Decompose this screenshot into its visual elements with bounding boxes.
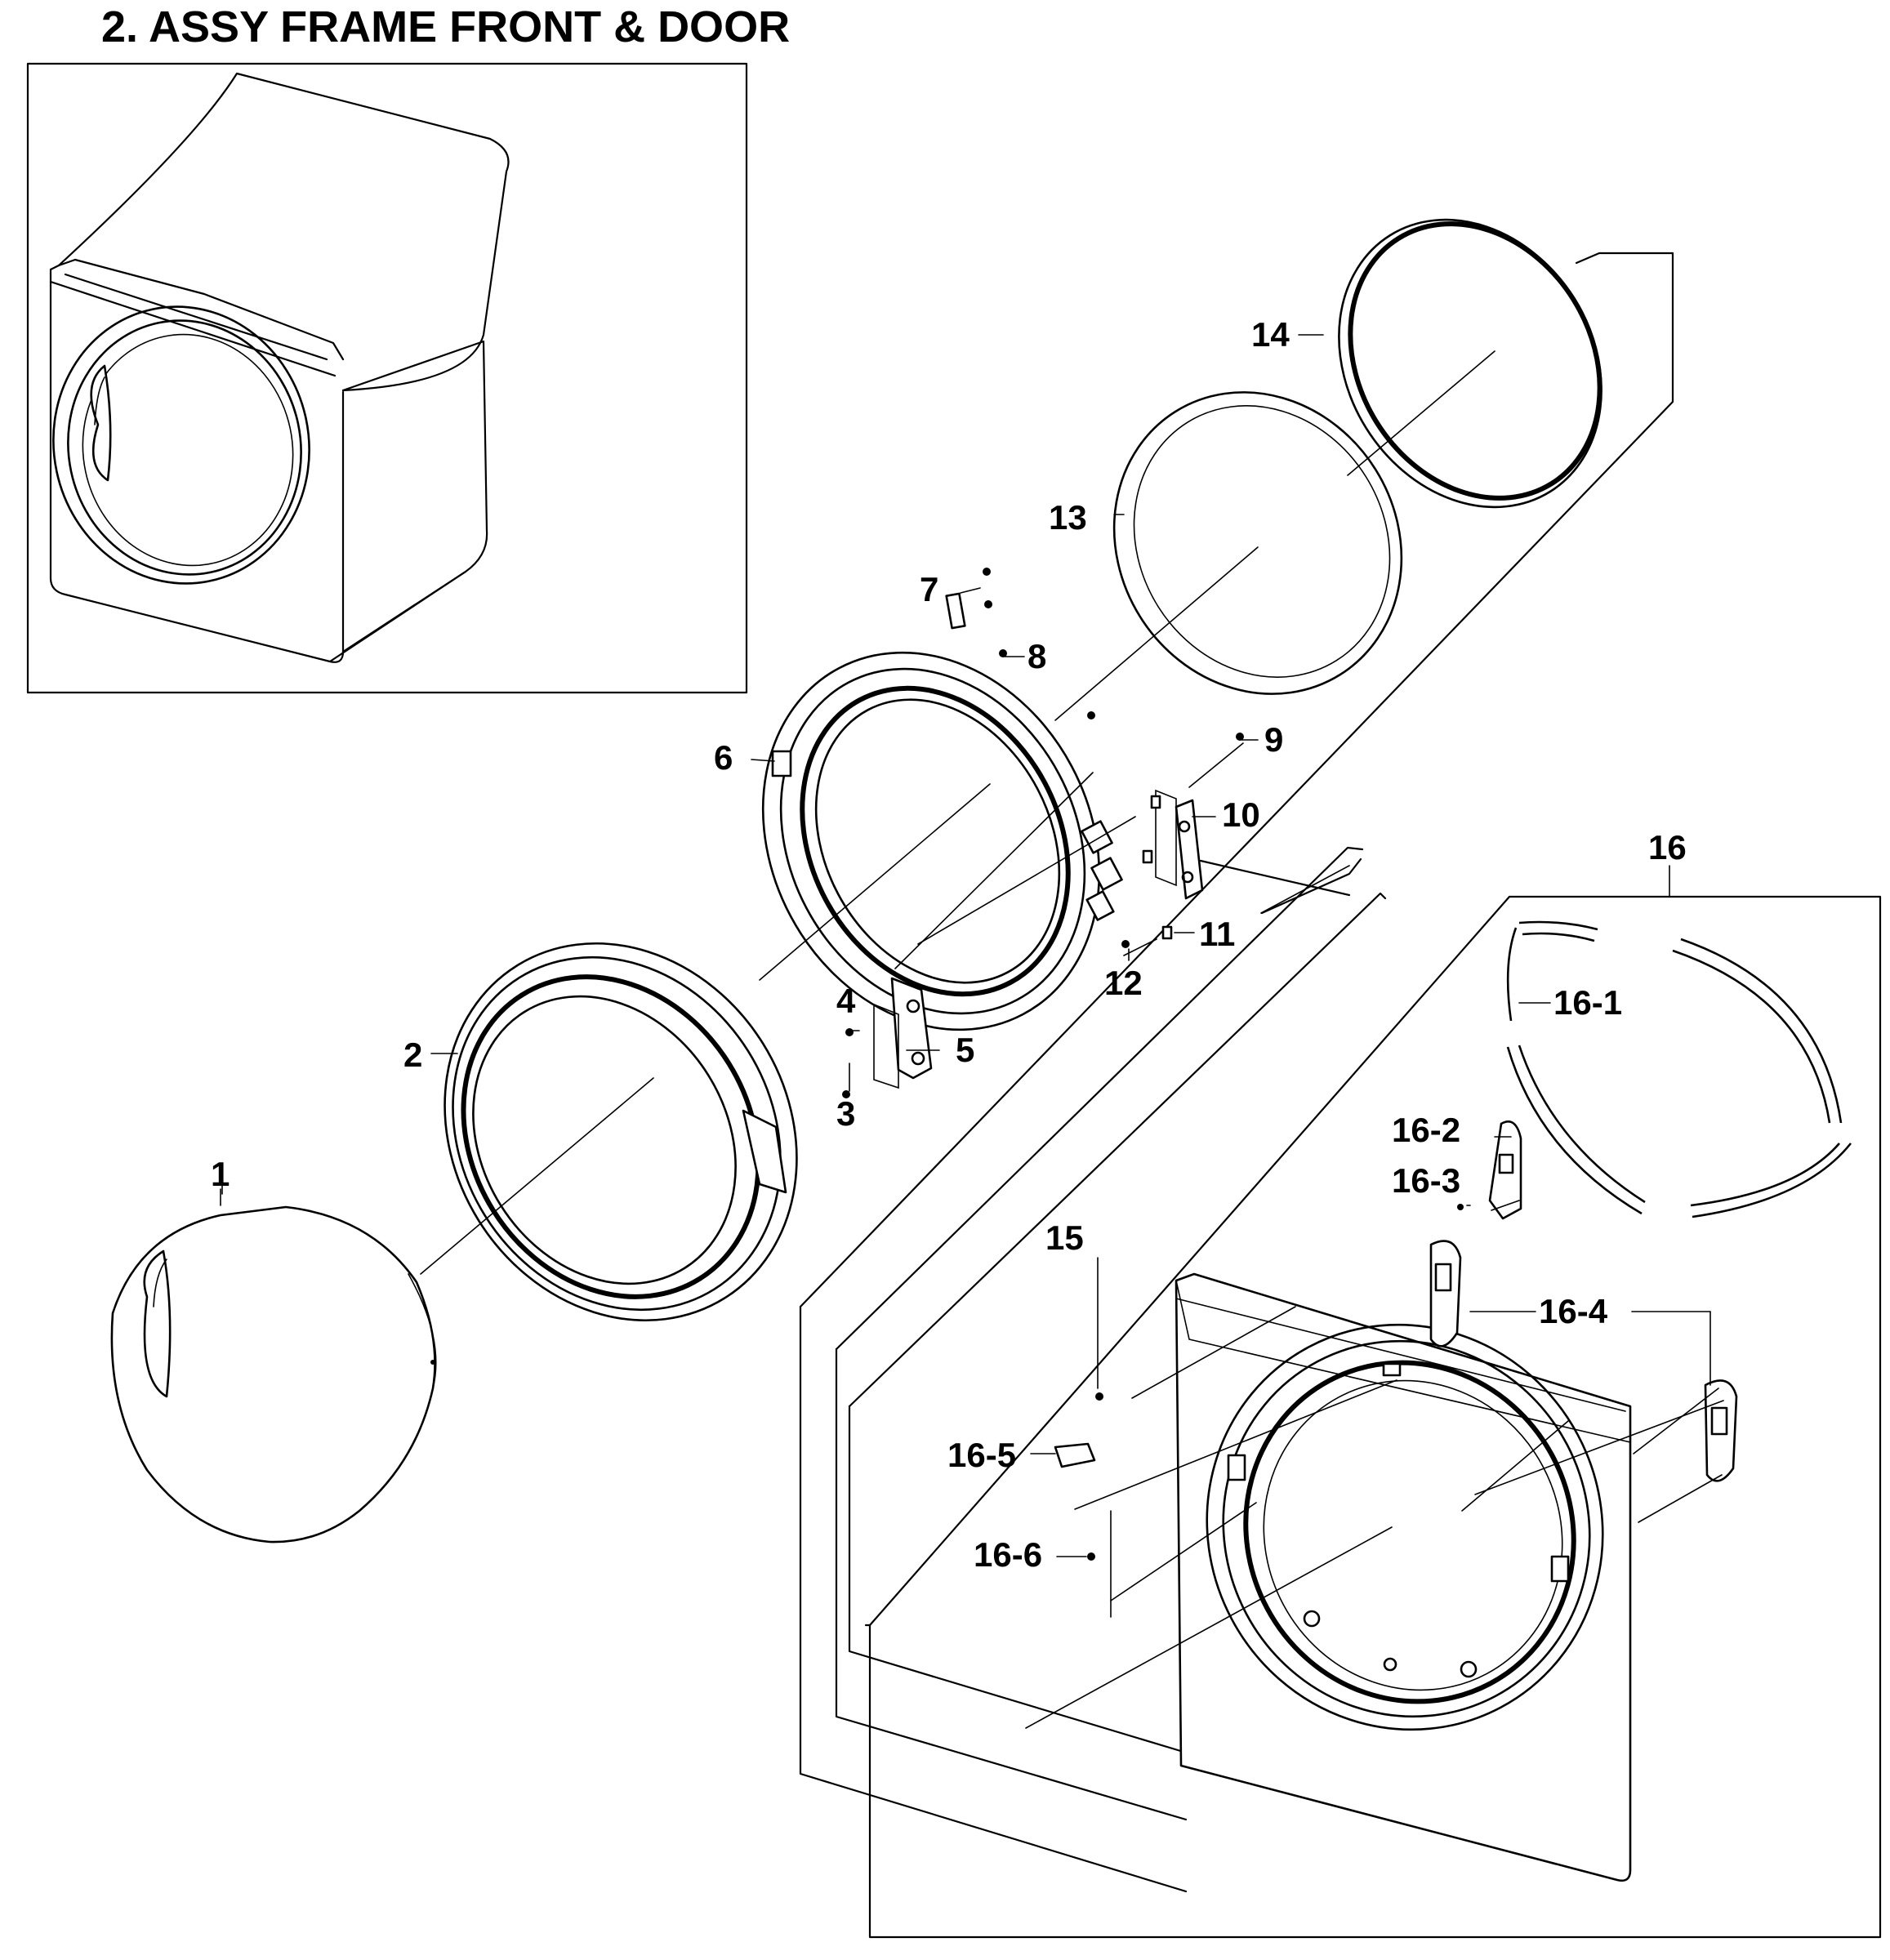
part-16-5-latch [1054,1442,1096,1468]
callout-12: 12 [1104,964,1143,1002]
part-16-4-hinge-plates [1429,1240,1738,1482]
callout-5: 5 [956,1031,974,1069]
assembled-dryer-illustration [49,72,510,663]
part-16-front-frame [1175,1272,1632,1882]
callout-16-6: 16-6 [974,1535,1042,1574]
part-6-inner-door-frame [761,651,1123,1031]
part-5-hinge-lower [873,977,933,1089]
diagram-title: 2. ASSY FRAME FRONT & DOOR [101,2,791,51]
item-16-assembly-box [799,252,1882,1939]
callout-4: 4 [836,982,856,1020]
callout-8: 8 [1027,637,1046,675]
callout-16: 16 [1648,828,1687,866]
callout-2: 2 [403,1036,422,1074]
callout-9: 9 [1264,720,1283,759]
part-10-hinge-upper [1142,789,1204,940]
part-2-door-ring [444,942,798,1322]
callout-leaders [221,334,1711,1557]
callout-15: 15 [1045,1218,1084,1257]
part-16-1-ring-segments [1506,920,1852,1218]
part-1-door [110,1188,437,1544]
callout-6: 6 [714,738,733,777]
callout-1: 1 [211,1155,230,1193]
callout-16-2: 16-2 [1392,1111,1460,1149]
callout-7: 7 [920,570,938,608]
callout-16-5: 16-5 [947,1436,1016,1474]
part-13-door-glass [1112,391,1403,695]
part-14-door-seal [1338,218,1602,509]
callout-10: 10 [1222,795,1260,834]
leader-lines [420,350,1724,1729]
overview-inset [26,62,748,694]
callout-11: 11 [1199,915,1235,953]
overview-frame [26,62,748,694]
callout-14: 14 [1251,315,1290,354]
part-16-2-switch [1488,1120,1522,1220]
callout-16-4: 16-4 [1539,1292,1608,1330]
callout-13: 13 [1049,498,1087,537]
callout-3: 3 [836,1094,855,1133]
callout-16-1: 16-1 [1553,983,1622,1022]
callout-16-3: 16-3 [1392,1161,1460,1200]
callout-labels: 1 2 3 4 5 6 7 8 9 10 11 12 13 14 15 16 1… [211,315,1687,1574]
